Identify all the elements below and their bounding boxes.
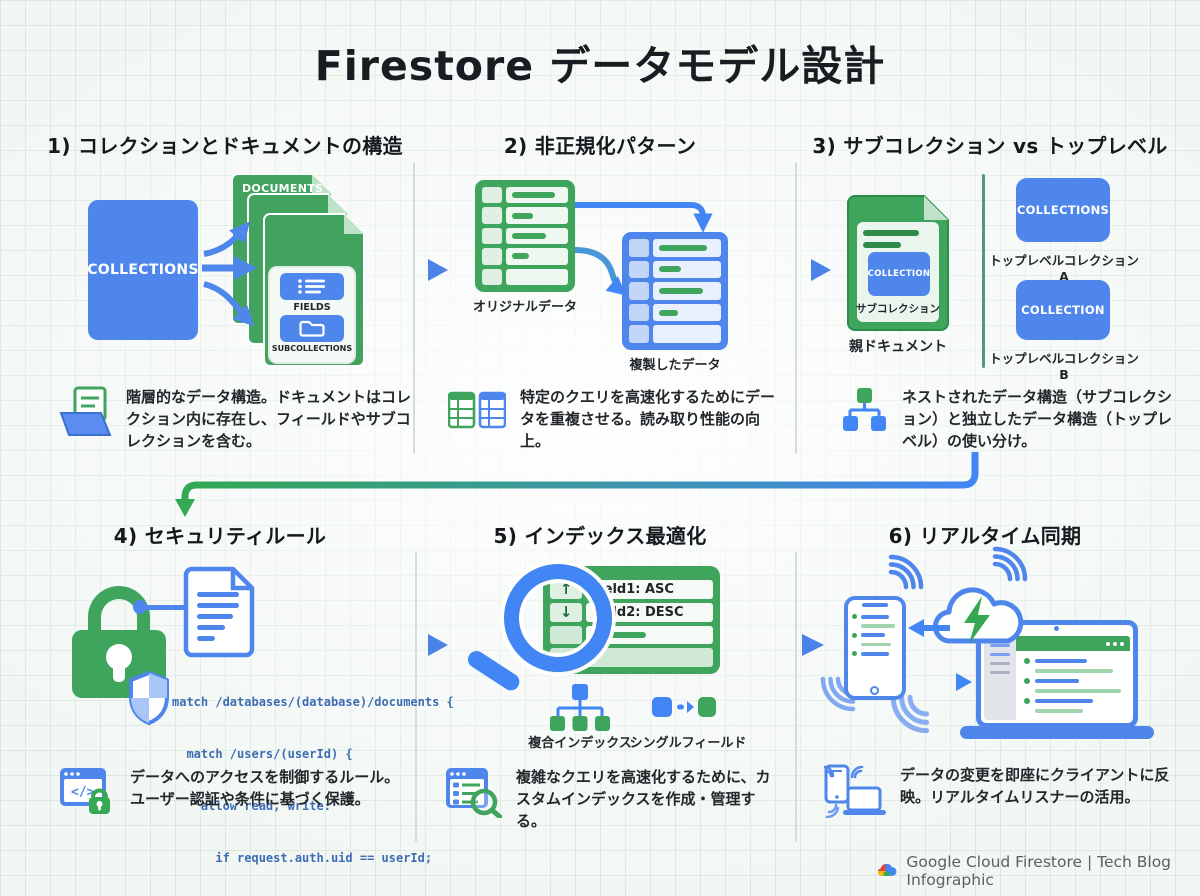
- fields-list-icon: [298, 279, 325, 294]
- section-6-heading: 6) リアルタイム同期: [888, 524, 1082, 548]
- footer-credit: Google Cloud Firestore | Tech Blog Infog…: [876, 853, 1200, 889]
- folder-document-icon: [59, 386, 112, 436]
- subcollections-box: [280, 315, 344, 342]
- duplicated-data-label: 複製したデータ: [629, 358, 721, 373]
- top-level-collection-a-box: COLLECTIONS: [1016, 178, 1110, 242]
- devices-sync-icon: [824, 764, 886, 818]
- laptop-sidebar: [984, 636, 1016, 720]
- row-connector-arrow: [175, 452, 979, 517]
- smartphone: [844, 596, 906, 700]
- section-2-description-block: 特定のクエリを高速化するためにデータを重複させる。読み取り性能の向上。: [448, 386, 788, 452]
- original-data-label: オリジナルデータ: [472, 300, 577, 315]
- section-1-description: 階層的なデータ構造。ドキュメントはコレクション内に存在し、フィールドやサブコレク…: [126, 388, 412, 451]
- index-search-icon: [446, 768, 502, 818]
- footer-credit-text: Google Cloud Firestore | Tech Blog Infog…: [906, 853, 1172, 889]
- magnifier-handle: [464, 647, 523, 694]
- wifi-arcs-laptop-bottom: [890, 694, 930, 734]
- section-6-description: データの変更を即座にクライアントに反映。リアルタイムリスナーの活用。: [900, 766, 1170, 807]
- single-field-label: シングルフィールド: [629, 736, 747, 751]
- fields-box: [280, 273, 344, 300]
- section-6-description-block: データの変更を即座にクライアントに反映。リアルタイムリスナーの活用。: [824, 764, 1180, 818]
- code-glyph: </>: [71, 785, 95, 800]
- original-data-table: [475, 180, 575, 292]
- parent-doc-label: 親ドキュメント: [849, 339, 947, 355]
- cloud-to-phone-arrow: [908, 619, 950, 637]
- laptop-camera-dot: [1054, 626, 1059, 631]
- phone-content: [852, 614, 898, 656]
- phone-speaker: [862, 603, 888, 607]
- section-3-description: ネストされたデータ構造（サブコレクション）と独立したデータ構造（トップレベル）の…: [902, 388, 1173, 451]
- divider-row1-a: [413, 162, 415, 454]
- composite-index-label: 複合インデックス: [528, 736, 632, 751]
- hierarchy-icon: [843, 388, 886, 431]
- code-line: match /databases/(database)/documents {: [172, 694, 454, 709]
- top-level-collection-a-label: トップレベルコレクション A: [989, 253, 1139, 284]
- code-line: allow read, write:: [172, 799, 331, 814]
- phone-home-button: [870, 686, 879, 695]
- documents-label: DOCUMENTS: [242, 182, 324, 195]
- section-5-description: 複雑なクエリを高速化するために、カスタムインデックスを作成・管理する。: [516, 768, 771, 831]
- section-4-description-block: </> データへのアクセスを制御するルール。ユーザー認証や条件に基づく保護。: [60, 766, 410, 818]
- top-level-collection-b-label: トップレベルコレクション B: [989, 351, 1139, 382]
- section-3-description-block: ネストされたデータ構造（サブコレクション）と独立したデータ構造（トップレベル）の…: [840, 386, 1180, 452]
- tables-icon: [448, 391, 506, 429]
- top-level-collection-b-box: COLLECTION: [1016, 280, 1110, 340]
- security-rules-code: match /databases/(database)/documents { …: [172, 659, 472, 896]
- flow-arrow-5-6: [746, 634, 824, 656]
- padlock-keyhole-stem: [113, 662, 125, 682]
- single-field-icon: [652, 697, 716, 717]
- phone-to-laptop-arrow: [910, 673, 972, 691]
- fields-label: FIELDS: [293, 302, 331, 313]
- page-title: Firestore データモデル設計: [314, 42, 886, 90]
- code-line: match /users/(userId) {: [172, 747, 353, 762]
- denormalize-arrows: [574, 202, 713, 296]
- collections-to-documents-arrows: [202, 221, 258, 327]
- section-1-heading: 1) コレクションとドキュメントの構造: [47, 134, 403, 158]
- composite-index-icon: [550, 684, 610, 731]
- wifi-arcs-cloud-top: [992, 546, 1028, 582]
- divider-row2-a: [415, 552, 417, 842]
- section-3-heading: 3) サブコレクション vs トップレベル: [812, 134, 1168, 158]
- code-window-lock-icon: </>: [60, 768, 110, 814]
- rules-document-icon: [183, 566, 255, 658]
- shield-icon: [129, 671, 169, 725]
- index-field-2: field2: DESC: [586, 602, 713, 622]
- index-field-1: field1: ASC: [586, 580, 713, 599]
- section-2-description: 特定のクエリを高速化するためにデータを重複させる。読み取り性能の向上。: [520, 388, 776, 451]
- divider-row1-b: [795, 162, 797, 454]
- subcollections-label: SUBCOLLECTIONS: [271, 344, 353, 353]
- magnifier-icon: [504, 564, 612, 672]
- google-cloud-logo: [877, 863, 897, 876]
- flow-arrow-4-5: [376, 634, 448, 656]
- laptop-window: [984, 636, 1130, 720]
- flow-arrow-1-2: [376, 259, 448, 281]
- code-line: if request.auth.uid == userId;: [172, 851, 433, 866]
- section-3-divider: [982, 174, 985, 368]
- subcollection-box: COLLECTION: [868, 252, 930, 296]
- subcollections-folder-icon: [299, 320, 325, 337]
- divider-row2-b: [795, 552, 797, 842]
- document-fields-card: FIELDS SUBCOLLECTIONS: [268, 266, 356, 364]
- duplicated-data-table: [622, 232, 728, 350]
- lightning-bolt-icon: [964, 596, 990, 644]
- flow-arrow-2-3: [759, 259, 831, 281]
- section-1-description-block: 階層的なデータ構造。ドキュメントはコレクション内に存在し、フィールドやサブコレク…: [58, 386, 418, 452]
- laptop-base: [960, 726, 1154, 739]
- collections-box: COLLECTIONS: [87, 200, 199, 340]
- section-2-heading: 2) 非正規化パターン: [503, 134, 697, 158]
- section-4-heading: 4) セキュリティルール: [113, 524, 327, 548]
- subcollection-label: サブコレクション: [856, 303, 940, 315]
- laptop-window-titlebar: [1016, 636, 1130, 651]
- section-4-description: データへのアクセスを制御するルール。ユーザー認証や条件に基づく保護。: [130, 768, 400, 809]
- wifi-arcs-phone-top: [888, 554, 924, 590]
- section-5-heading: 5) インデックス最適化: [493, 524, 707, 548]
- laptop-main: [1016, 636, 1130, 720]
- section-5-description-block: 複雑なクエリを高速化するために、カスタムインデックスを作成・管理する。: [446, 766, 786, 832]
- lock-doc-connector-dot: [133, 600, 147, 614]
- lock-doc-connector-line: [145, 605, 189, 610]
